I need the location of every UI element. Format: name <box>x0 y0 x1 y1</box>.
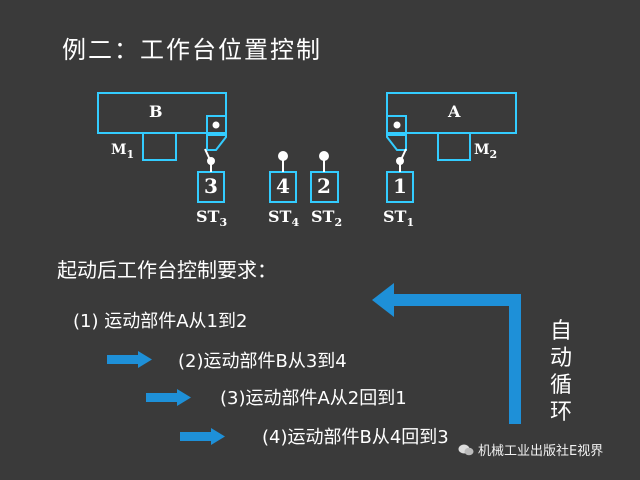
step-1: (1) 运动部件A从1到2 <box>73 311 248 332</box>
switch-label-st4: ST4 <box>268 207 300 230</box>
worktable-a <box>386 92 517 161</box>
table-a-label: A <box>448 102 461 121</box>
wechat-icon <box>458 444 474 456</box>
step-2: (2)运动部件B从3到4 <box>178 351 347 372</box>
switch-label-st1: ST1 <box>383 207 415 230</box>
step-arrow-2 <box>107 351 152 368</box>
lever-4-tip <box>278 151 288 161</box>
step-3: (3)运动部件A从2回到1 <box>220 388 407 409</box>
cam-b <box>206 115 227 136</box>
cam-b-dot <box>212 121 220 129</box>
watermark-footer: 机械工业出版社E视界 <box>458 440 603 459</box>
table-b-label: B <box>149 102 163 121</box>
cam-a-dot <box>393 121 401 129</box>
switch-label-st2: ST2 <box>311 207 343 230</box>
motor-m1-label: M1 <box>111 142 135 161</box>
worktable-b <box>97 92 227 161</box>
page-title: 例二：工作台位置控制 <box>62 36 322 64</box>
auto-cycle-label: 自 动 循 环 <box>549 319 572 425</box>
lever-1-pivot <box>396 157 404 165</box>
motor-m2-label: M2 <box>474 142 498 161</box>
lever-2-tip <box>319 151 329 161</box>
requirements-title: 起动后工作台控制要求： <box>57 258 277 282</box>
switch-number-4: 4 <box>276 174 290 198</box>
cam-a <box>386 115 407 136</box>
step-arrow-4 <box>180 428 225 445</box>
motor-m2-block <box>437 132 471 161</box>
switch-number-2: 2 <box>317 174 331 198</box>
switch-number-3: 3 <box>204 174 218 198</box>
step-arrow-3 <box>146 389 191 406</box>
lever-3-pivot <box>207 157 215 165</box>
switch-label-st3: ST3 <box>196 207 228 230</box>
motor-m1-block <box>142 132 177 161</box>
switch-number-1: 1 <box>393 174 407 198</box>
step-4: (4)运动部件B从4回到3 <box>262 427 449 448</box>
auto-cycle-arrow <box>372 283 521 424</box>
